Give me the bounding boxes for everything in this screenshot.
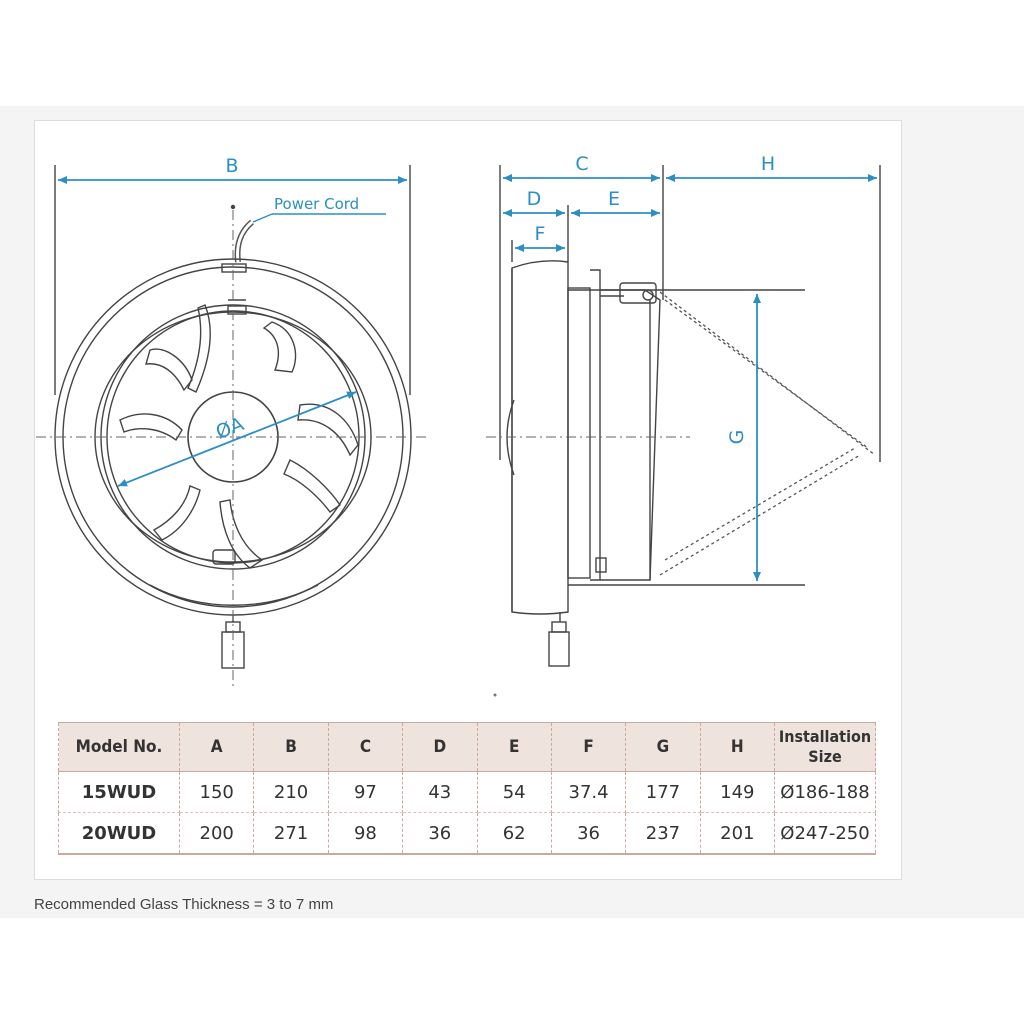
header-model-no: Model No. [58, 722, 180, 772]
cell-b: 210 [253, 771, 329, 813]
label-b: B [225, 155, 238, 177]
cell-d: 36 [402, 812, 478, 855]
label-e: E [608, 188, 620, 210]
dimension-h: H [666, 153, 877, 182]
dimension-diameter-a: ØA [117, 391, 357, 487]
table-row: 20WUD 200 271 98 36 62 36 237 201 Ø247-2… [58, 812, 876, 855]
header-installation-line1: Installation [778, 727, 872, 746]
cell-d: 43 [402, 771, 478, 813]
cell-model: 20WUD [58, 812, 180, 855]
header-g: G [625, 722, 701, 772]
cell-a: 150 [178, 771, 255, 813]
fan-dimension-drawing: B Power Cord ØA [36, 153, 881, 697]
header-d: D [402, 722, 478, 772]
header-h: H [699, 722, 776, 772]
label-power-cord: Power Cord [274, 195, 359, 213]
header-f: F [550, 722, 627, 772]
cell-c: 97 [327, 771, 404, 813]
cell-installation-size: Ø186-188 [774, 771, 876, 813]
table-row: 15WUD 150 210 97 43 54 37.4 177 149 Ø186… [58, 771, 876, 813]
dimension-f: F [515, 223, 565, 252]
cell-b: 271 [253, 812, 329, 855]
header-c: C [327, 722, 404, 772]
cell-e: 62 [476, 812, 552, 855]
cell-a: 200 [178, 812, 255, 855]
cell-h: 149 [699, 771, 776, 813]
side-view [499, 165, 881, 667]
header-installation-line2: Size [808, 747, 842, 766]
dimension-b: B [58, 155, 407, 184]
dimension-d: D [503, 188, 565, 217]
label-f: F [535, 223, 546, 245]
label-h: H [761, 153, 775, 175]
label-g: G [726, 430, 748, 445]
dimension-c: C [503, 153, 660, 182]
cell-f: 37.4 [550, 771, 627, 813]
dimension-g: G [726, 294, 761, 581]
power-cord-callout: Power Cord [252, 195, 386, 223]
dimension-e: E [571, 188, 660, 217]
cell-installation-size: Ø247-250 [774, 812, 876, 855]
cell-f: 36 [550, 812, 627, 855]
cell-g: 177 [625, 771, 701, 813]
header-e: E [476, 722, 552, 772]
cell-model: 15WUD [58, 771, 180, 813]
shutter-open-path [659, 291, 876, 576]
label-d: D [527, 188, 542, 210]
label-c: C [575, 153, 588, 175]
cell-e: 54 [476, 771, 552, 813]
glass-thickness-note: Recommended Glass Thickness = 3 to 7 mm [34, 896, 334, 913]
header-b: B [253, 722, 329, 772]
cell-c: 98 [327, 812, 404, 855]
cell-h: 201 [699, 812, 776, 855]
cell-g: 237 [625, 812, 701, 855]
label-diameter-a: ØA [213, 413, 247, 444]
header-a: A [178, 722, 255, 772]
